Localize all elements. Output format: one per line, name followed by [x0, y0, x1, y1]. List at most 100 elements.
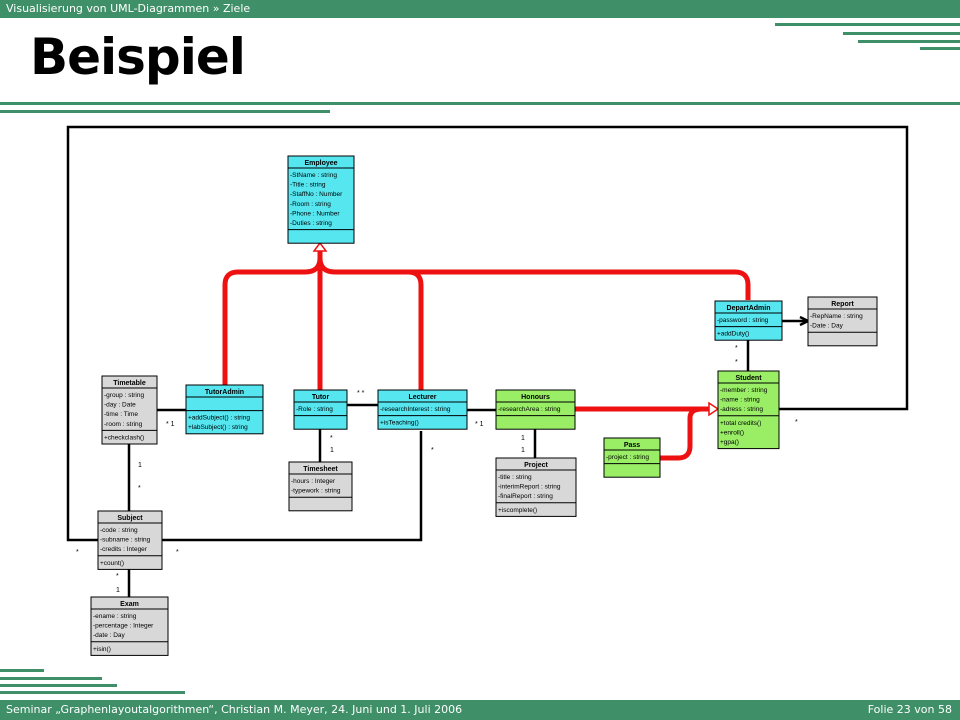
class-attribute: -date : Day — [93, 632, 126, 639]
class-box — [495, 389, 576, 430]
class-box — [603, 437, 661, 478]
class-departadmin: DepartAdmin -password : string +addDuty() — [714, 300, 783, 341]
footer-text: Seminar „Graphenlayoutalgorithmen“, Chri… — [6, 703, 463, 716]
class-box — [807, 296, 878, 347]
class-name: DepartAdmin — [727, 305, 771, 312]
class-attribute: -researchArea : string — [498, 406, 561, 413]
deco-line — [920, 47, 960, 50]
class-attribute: -researchInterest : string — [380, 406, 451, 413]
multiplicity-label: * — [735, 345, 738, 352]
class-timetable: Timetable -group : string -day : Date -time… — [101, 375, 158, 445]
class-attribute: -password : string — [717, 317, 769, 324]
class-attribute: -Duties : string — [290, 220, 332, 227]
class-name: Lecturer — [408, 394, 436, 401]
class-name: Subject — [117, 515, 143, 522]
class-operation: +total credits() — [720, 420, 761, 427]
class-attribute: -adress : string — [720, 406, 763, 413]
class-name: Exam — [120, 601, 139, 608]
class-attribute: -subname : string — [100, 537, 151, 544]
multiplicity-label: 1 — [521, 447, 525, 454]
class-attribute: -StName : string — [290, 172, 337, 179]
student-generalization-arrow — [708, 401, 720, 417]
class-attribute: -member : string — [720, 387, 768, 394]
class-attribute: -Room : string — [290, 201, 331, 208]
class-attribute: -Phone : Number — [290, 210, 340, 217]
class-box — [101, 375, 158, 445]
inheritance-lines — [222, 248, 751, 461]
multiplicity-label: 1 — [116, 587, 120, 594]
deco-line — [858, 40, 960, 43]
class-attribute: -credits : Integer — [100, 546, 148, 553]
deco-line — [0, 102, 960, 105]
class-box — [90, 596, 169, 656]
class-report: Report-RepName : string-Date : Day — [807, 296, 878, 347]
multiplicity-label: 1 — [521, 435, 525, 442]
class-operation: +addSubject() : string — [188, 415, 250, 422]
class-operation: +addDuty() — [717, 331, 749, 338]
class-box — [714, 300, 783, 341]
class-attribute: -Date : Day — [810, 323, 844, 330]
class-project: Project-title : string-interimReport : s… — [495, 457, 577, 517]
class-operation: +iscomplete() — [498, 507, 537, 514]
multiplicity-label: * — [735, 359, 738, 366]
class-operation: +checkclash() — [104, 434, 144, 441]
class-box — [97, 510, 163, 570]
deco-line — [0, 669, 44, 672]
class-attribute: -ename : string — [93, 613, 137, 620]
employee-generalization-arrow — [312, 241, 328, 252]
class-attribute: -StaffNo : Number — [290, 191, 343, 198]
class-attribute: -hours : Integer — [291, 478, 336, 485]
class-attribute: -project : string — [606, 454, 649, 461]
class-attribute: -time : Time — [104, 411, 138, 418]
class-attribute: -group : string — [104, 392, 144, 399]
class-attribute: -name : string — [720, 397, 760, 404]
class-box — [185, 384, 264, 435]
multiplicity-label: 1 — [330, 447, 334, 454]
class-name: Student — [735, 375, 762, 382]
class-box — [377, 389, 468, 430]
class-attribute: -room : string — [104, 421, 143, 428]
class-name: Tutor — [312, 394, 330, 401]
class-box — [287, 155, 355, 244]
class-box — [495, 457, 577, 517]
page-title: Beispiel — [30, 28, 246, 86]
class-name: Pass — [624, 442, 640, 449]
multiplicity-label: * * — [357, 390, 365, 397]
class-tutor: Tutor-Role : string — [293, 389, 348, 430]
multiplicity-label: * 1 — [475, 421, 484, 428]
class-operation: +enroll() — [720, 429, 744, 436]
class-attribute: -finalReport : string — [498, 493, 553, 500]
lecturer-inheritance — [317, 257, 424, 390]
class-attribute: -day : Date — [104, 402, 136, 409]
association-lines — [66, 125, 909, 597]
deco-line — [0, 677, 102, 680]
class-timesheet: Timesheet-hours : Integer-typework : str… — [288, 461, 353, 512]
multiplicity-label: * — [795, 419, 798, 426]
class-exam: Exam -ename : string -percentage : Integer… — [90, 596, 169, 656]
deco-line — [0, 691, 185, 694]
deco-line — [775, 23, 960, 26]
class-operation: +count() — [100, 560, 124, 567]
class-name: Honours — [521, 394, 550, 401]
multiplicity-label: * — [330, 435, 333, 442]
subject-lecturer-line — [162, 431, 423, 542]
class-name: Timetable — [113, 380, 146, 387]
class-attribute: -RepName : string — [810, 313, 863, 320]
class-attribute: -code : string — [100, 527, 138, 534]
class-tutoradmin: TutorAdmin+addSubject() : string+labSubj… — [185, 384, 264, 435]
class-box — [288, 461, 353, 512]
class-employee: Employee-StName : string-Title : string-… — [287, 155, 355, 244]
pass-inheritance — [660, 406, 712, 461]
class-pass: Pass -project : string — [603, 437, 661, 478]
breadcrumb: Visualisierung von UML-Diagrammen » Ziel… — [6, 2, 251, 15]
footer-bar: Seminar „Graphenlayoutalgorithmen“, Chri… — [0, 700, 960, 720]
class-box — [293, 389, 348, 430]
outer-loop-line — [66, 125, 909, 542]
class-name: Employee — [304, 160, 337, 167]
class-attribute: -percentage : Integer — [93, 623, 154, 630]
class-name: Timesheet — [303, 466, 338, 473]
slide-number: Folie 23 von 58 — [867, 703, 952, 716]
multiplicity-label: * — [138, 485, 141, 492]
deco-line — [0, 684, 117, 687]
class-operation: +isTeaching() — [380, 420, 419, 427]
